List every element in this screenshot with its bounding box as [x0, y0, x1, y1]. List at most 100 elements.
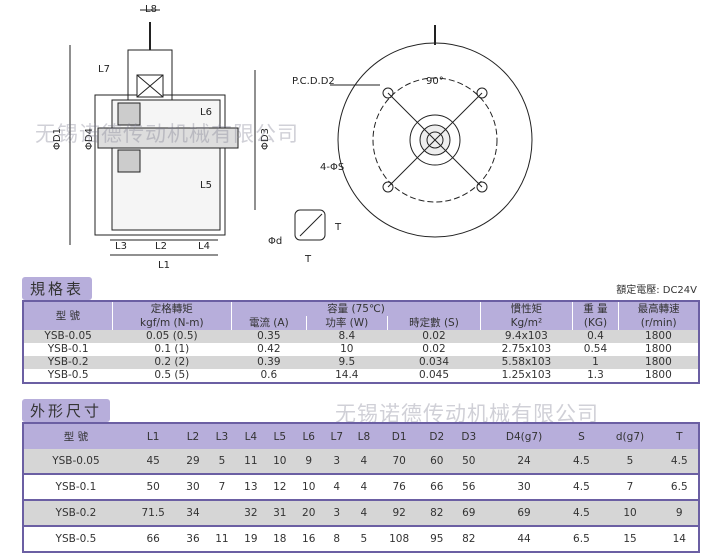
table-cell: YSB-0.05: [23, 449, 128, 474]
table-cell: 76: [377, 473, 421, 500]
table-cell: 1800: [618, 356, 699, 369]
column-header: D2: [420, 423, 453, 449]
label-l4: L4: [198, 241, 210, 252]
table-cell: 6.5: [563, 525, 600, 552]
table-cell: 0.5 (5): [154, 369, 190, 381]
column-header: L1: [127, 423, 179, 449]
column-header: S: [563, 423, 600, 449]
label-d4: ΦD4: [84, 128, 95, 150]
table-cell: 10: [265, 449, 295, 474]
table-cell: 8: [323, 525, 351, 552]
table-cell: 5: [350, 525, 378, 552]
header-power: 功率 (W): [305, 316, 388, 330]
table-cell: 1.3: [587, 369, 604, 381]
header-speed: 最高轉速: [618, 301, 699, 316]
table-cell: 6.5: [660, 473, 699, 500]
table-cell: 4: [323, 473, 351, 500]
label-pcd: P.C.D.D2: [292, 76, 335, 87]
table-cell: 29: [178, 449, 208, 474]
table-cell: 9: [294, 449, 324, 474]
label-l1: L1: [158, 260, 170, 271]
table-cell: 70: [377, 449, 421, 474]
table-cell: 32: [236, 499, 266, 526]
column-header: 型 號: [23, 423, 128, 449]
table-cell: YSB-0.2: [23, 499, 128, 526]
table-cell: 2.75x103: [501, 343, 552, 355]
table-cell: 0.034: [387, 356, 481, 369]
technical-drawing: L8 L7 ΦD1 ΦD4 L6 ΦD3 L5 L3 L2 L4 L1 P.C.…: [52, 4, 533, 271]
table-cell: 4.5: [563, 499, 600, 526]
column-header: D1: [377, 423, 421, 449]
table-cell: 10: [294, 473, 324, 500]
label-d1: ΦD1: [52, 128, 63, 150]
table-cell: 0.4: [572, 330, 619, 343]
table-cell: YSB-0.05: [23, 330, 113, 343]
column-header: L8: [350, 423, 378, 449]
label-l8: L8: [145, 4, 157, 15]
label-d3: ΦD3: [260, 128, 271, 150]
header-weight-unit: (KG): [571, 316, 619, 330]
table-cell: 30: [178, 473, 208, 500]
table-cell: YSB-0.2: [23, 356, 113, 369]
rated-voltage: 額定電壓: DC24V: [616, 285, 697, 296]
header-torque-unit: kgf/m (N-m): [111, 316, 232, 330]
table-cell: 60: [420, 449, 453, 474]
column-header: L4: [236, 423, 266, 449]
table-cell: 82: [420, 499, 453, 526]
watermark: 无锡诺德传动机械有限公司: [35, 122, 299, 146]
table-cell: 9: [660, 499, 699, 526]
table-cell: 0.54: [583, 343, 608, 355]
table-cell: 66: [420, 473, 453, 500]
table-cell: 14: [660, 525, 699, 552]
table-cell: 69: [452, 499, 485, 526]
table-cell: 0.045: [418, 369, 449, 381]
table-cell: 45: [127, 449, 179, 474]
table-cell: 10: [340, 343, 354, 355]
column-header: L2: [178, 423, 208, 449]
column-header: T: [660, 423, 699, 449]
table-cell: 9.5: [306, 356, 388, 369]
table-cell: 44: [484, 525, 564, 552]
table-cell: 0.39: [231, 356, 307, 369]
table-cell: 13: [236, 473, 266, 500]
table-cell: 0.02: [387, 330, 481, 343]
label-l6: L6: [200, 107, 212, 118]
table-cell: 30: [484, 473, 564, 500]
table-cell: 1: [572, 356, 619, 369]
table-cell: 4.5: [660, 449, 699, 474]
label-holes: 4-ΦS: [320, 162, 344, 173]
table-cell: 0.42: [257, 343, 281, 355]
table-cell: 20: [294, 499, 324, 526]
table-cell: 11: [207, 525, 237, 552]
table-cell: 1800: [645, 343, 672, 355]
table-cell: 5.58x103: [480, 356, 573, 369]
table-cell: 92: [377, 499, 421, 526]
column-header: L7: [323, 423, 351, 449]
table-cell: 0.02: [422, 343, 446, 355]
header-inertia-unit: Kg/m²: [480, 316, 573, 330]
label-l5: L5: [200, 180, 212, 191]
shaft: [97, 127, 239, 149]
table-cell: 4.5: [563, 473, 600, 500]
table-cell: 16: [294, 525, 324, 552]
table-cell: 1800: [645, 369, 672, 381]
table-cell: [207, 499, 237, 526]
label-t: T: [304, 254, 312, 265]
table-cell: 5: [207, 449, 237, 474]
table-cell: 36: [178, 525, 208, 552]
header-current: 電流 (A): [230, 316, 307, 330]
table-cell: 34: [178, 499, 208, 526]
label-l2: L2: [155, 241, 167, 252]
table-cell: 3: [323, 449, 351, 474]
table-cell: 3: [323, 499, 351, 526]
table-cell: 0.1 (1): [154, 343, 190, 355]
table-cell: 5: [599, 449, 661, 474]
header-capacity: 容量 (75℃): [230, 301, 481, 316]
